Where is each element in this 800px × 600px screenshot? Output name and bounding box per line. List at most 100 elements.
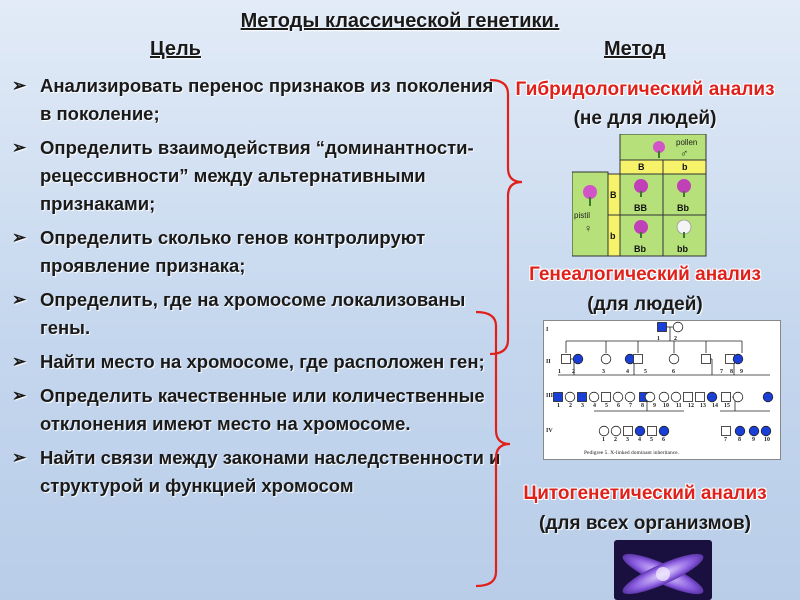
svg-text:3: 3 [602,369,605,375]
method-name-cytogenetic: Цитогенетический анализ [523,483,767,504]
goal-item: ➢ Определить качественные или количестве… [8,382,508,438]
goal-item: ➢Анализировать перенос признаков из поко… [8,72,508,128]
punnett-genotype: Bb [634,244,646,254]
svg-text:1: 1 [657,336,660,342]
pedigree-male-symbol [701,354,711,364]
pedigree-female-symbol [572,353,584,365]
svg-text:15: 15 [724,403,730,409]
svg-text:1: 1 [558,369,561,375]
punnett-genotype: bb [677,244,688,254]
punnett-row-allele: b [610,231,616,241]
goal-item: ➢Определить сколько генов контролируют п… [8,224,508,280]
pedigree-male-symbol [623,426,633,436]
pedigree-male-symbol [721,392,731,402]
pedigree-female-symbol [734,425,746,437]
method-note-genealogic: (для людей) [587,294,703,315]
goal-item: ➢Найти место на хромосоме, где расположе… [8,348,508,376]
pedigree-female-symbol [612,391,624,403]
punnett-col-allele: b [682,162,688,172]
svg-text:5: 5 [605,403,608,409]
flower-icon [583,141,692,238]
svg-text:14: 14 [712,403,718,409]
pedigree-female-symbol [670,391,682,403]
punnett-genotype: BB [634,203,647,213]
svg-text:2: 2 [674,336,677,342]
svg-text:4: 4 [593,403,596,409]
method-name-hybrid: Гибридологический анализ [515,79,775,100]
bracket-hybrid [489,78,523,356]
method-name-genealogic: Генеалогический анализ [529,264,761,285]
arrow-bullet-icon: ➢ [12,138,27,157]
punnett-row-allele: B [610,190,617,200]
svg-text:12: 12 [688,403,694,409]
punnett-pistil-label: pistil [574,211,590,220]
svg-text:7: 7 [724,437,727,443]
pedigree-male-symbol [561,354,571,364]
svg-text:8: 8 [641,403,644,409]
svg-text:10: 10 [764,437,770,443]
svg-text:2: 2 [614,437,617,443]
arrow-bullet-icon: ➢ [12,228,27,247]
svg-text:10: 10 [663,403,669,409]
pedigree-female-symbol [706,391,718,403]
pedigree-female-symbol [672,321,684,333]
pedigree-lines [558,326,770,412]
punnett-square: pollen ♂ pistil ♀ B b B b BB Bb Bb bb [572,134,707,257]
pedigree-female-symbol [760,425,772,437]
pedigree-female-symbol [668,353,680,365]
pedigree-female-symbol [634,425,646,437]
svg-text:3: 3 [581,403,584,409]
svg-text:1: 1 [602,437,605,443]
goal-item: ➢Определить взаимодействия “доминантност… [8,134,508,218]
page-title: Методы классической генетики. [240,10,560,32]
pedigree-female-symbol [600,353,612,365]
female-symbol-icon: ♀ [584,223,592,235]
pedigree-male-symbol [695,392,705,402]
pedigree-female-symbol [610,425,622,437]
generation-label: IV [546,428,553,434]
svg-text:2: 2 [569,403,572,409]
arrow-bullet-icon: ➢ [12,290,27,309]
pedigree-male-symbol [577,392,587,402]
svg-text:8: 8 [730,369,733,375]
generation-label: I [546,327,549,333]
method-note-cytogenetic: (для всех организмов) [539,513,751,534]
pedigree-female-symbol [748,425,760,437]
svg-text:8: 8 [738,437,741,443]
pedigree-male-symbol [683,392,693,402]
pedigree-male-symbol [657,322,667,332]
svg-text:5: 5 [650,437,653,443]
svg-text:9: 9 [740,369,743,375]
arrow-bullet-icon: ➢ [12,76,27,95]
pedigree-female-symbol [658,425,670,437]
arrow-bullet-icon: ➢ [12,386,27,405]
pedigree-female-symbol [624,391,636,403]
bracket-genealogic [475,310,511,588]
pedigree-male-symbol [553,392,563,402]
pedigree-male-symbol [633,354,643,364]
pedigree-female-symbol [588,391,600,403]
svg-text:3: 3 [626,437,629,443]
pedigree-female-symbol [732,353,744,365]
punnett-pollen-label: pollen [676,138,697,147]
generation-label: III [546,393,554,399]
svg-text:11: 11 [676,403,682,409]
pedigree-female-symbol [644,391,656,403]
chromosome-icon [614,540,712,600]
svg-text:4: 4 [626,369,629,375]
svg-text:6: 6 [672,369,675,375]
goals-list: ➢Анализировать перенос признаков из поко… [8,72,508,506]
arrow-bullet-icon: ➢ [12,352,27,371]
method-header: Метод [604,38,666,60]
svg-text:5: 5 [644,369,647,375]
pedigree-male-symbol [721,426,731,436]
pedigree-female-symbol [762,391,774,403]
svg-text:7: 7 [720,369,723,375]
punnett-col-allele: B [638,162,645,172]
goal-header: Цель [150,38,201,60]
pedigree-symbols [553,321,774,437]
pedigree-male-symbol [601,392,611,402]
